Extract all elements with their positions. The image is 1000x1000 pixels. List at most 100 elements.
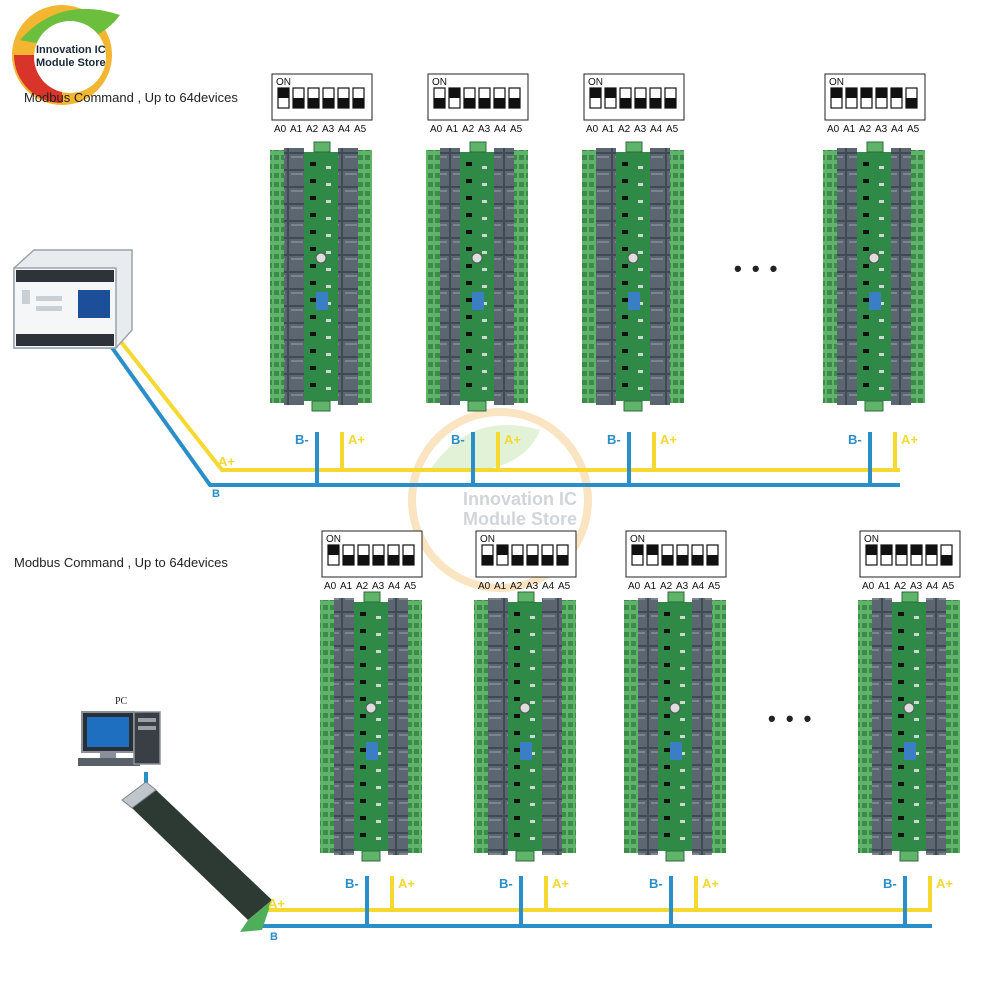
bottom-ellipsis: • • • xyxy=(768,706,814,731)
pcb-component xyxy=(863,281,869,285)
dip-knob-a1 xyxy=(343,555,354,565)
dip-knob-a1 xyxy=(846,88,857,98)
pcb-component xyxy=(879,217,884,220)
pcb-component xyxy=(638,234,643,237)
dip-pin-label-a1: A1 xyxy=(290,124,303,135)
dip-on-label: ON xyxy=(864,534,879,545)
pcb-component xyxy=(482,302,487,305)
pcb-component xyxy=(863,179,869,183)
pcb-component xyxy=(530,786,535,789)
pcb-component xyxy=(310,383,316,387)
top-relay-board-3 xyxy=(582,141,684,412)
pcb-component xyxy=(326,285,331,288)
pcb-component xyxy=(914,633,919,636)
relay-column-left xyxy=(440,148,460,405)
relay-column-left xyxy=(488,598,508,855)
origin-a-plus-label: A+ xyxy=(268,896,285,911)
pcb-component xyxy=(360,663,366,667)
pcb-component xyxy=(376,837,381,840)
pcb-component xyxy=(466,196,472,200)
pcb-component xyxy=(376,633,381,636)
dip-pin-label-a3: A3 xyxy=(372,581,385,592)
pcb-component xyxy=(914,718,919,721)
dip-pin-label-a0: A0 xyxy=(628,581,641,592)
dip-pin-label-a0: A0 xyxy=(478,581,491,592)
store-logo xyxy=(12,5,120,105)
pcb-component xyxy=(360,612,366,616)
pcb-component xyxy=(638,387,643,390)
relay-column-left xyxy=(334,598,354,855)
pcb-component xyxy=(514,629,520,633)
terminal-strip-left xyxy=(582,150,596,403)
pcb-component xyxy=(898,748,904,752)
dip-knob-a1 xyxy=(497,545,508,555)
pcb-component xyxy=(326,166,331,169)
pcb-component xyxy=(898,663,904,667)
pcb-component xyxy=(482,183,487,186)
pcb-component xyxy=(622,179,628,183)
top-ellipsis: • • • xyxy=(734,256,780,281)
dip-knob-a3 xyxy=(635,98,646,108)
logo-text-line1: Innovation IC xyxy=(36,44,106,56)
logo-text-line2: Module Store xyxy=(36,57,106,69)
pcb-component xyxy=(482,234,487,237)
pcb-component xyxy=(514,646,520,650)
dip-knob-a2 xyxy=(662,555,673,565)
terminal-strip-right xyxy=(562,600,576,853)
onboard-led xyxy=(627,252,639,264)
pcb-component xyxy=(310,213,316,217)
dip-knob-a0 xyxy=(278,88,289,98)
dip-knob-a5 xyxy=(707,555,718,565)
pcb-component xyxy=(530,684,535,687)
pcb-component xyxy=(664,714,670,718)
pcb-component xyxy=(638,302,643,305)
onboard-dip-switch xyxy=(869,292,881,310)
onboard-dip-switch xyxy=(670,742,682,760)
pcb-component xyxy=(638,370,643,373)
dip-pin-label-a4: A4 xyxy=(338,124,351,135)
dip-knob-a3 xyxy=(373,555,384,565)
terminal-strip-right xyxy=(408,600,422,853)
top-relay-board-1 xyxy=(270,141,372,412)
pcb-component xyxy=(530,633,535,636)
pcb-component xyxy=(376,718,381,721)
pcb-component xyxy=(879,268,884,271)
relay-column-right xyxy=(494,148,514,405)
pcb-component xyxy=(326,217,331,220)
pcb-component xyxy=(879,336,884,339)
bottom-relay-board-4 xyxy=(858,591,960,862)
a-plus-label: A+ xyxy=(702,876,719,891)
a-plus-label: A+ xyxy=(936,876,953,891)
pcb-component xyxy=(622,281,628,285)
dip-knob-a0 xyxy=(434,98,445,108)
pcb-component xyxy=(530,718,535,721)
pcb-component xyxy=(326,336,331,339)
power-connector xyxy=(866,141,884,153)
pcb-component xyxy=(622,383,628,387)
terminal-strip-right xyxy=(712,600,726,853)
pcb-component xyxy=(664,697,670,701)
terminal-strip-left xyxy=(624,600,638,853)
relay-column-right xyxy=(650,148,670,405)
dip-on-label: ON xyxy=(432,77,447,88)
terminal-strip-right xyxy=(670,150,684,403)
pcb-component xyxy=(482,200,487,203)
dip-pin-label-a2: A2 xyxy=(660,581,673,592)
b-minus-label: B- xyxy=(499,876,513,891)
dip-knob-a5 xyxy=(941,555,952,565)
pcb-component xyxy=(514,663,520,667)
dip-pin-label-a3: A3 xyxy=(910,581,923,592)
pcb-component xyxy=(530,820,535,823)
pcb-component xyxy=(482,217,487,220)
usb-rs485-adapter xyxy=(121,781,272,932)
pcb-component xyxy=(622,332,628,336)
pcb-component xyxy=(863,366,869,370)
pcb-component xyxy=(638,251,643,254)
pcb-component xyxy=(898,612,904,616)
pcb-component xyxy=(376,803,381,806)
dip-pin-label-a5: A5 xyxy=(666,124,679,135)
pcb-component xyxy=(360,765,366,769)
b-minus-label: B- xyxy=(607,432,621,447)
pcb-component xyxy=(622,264,628,268)
onboard-dip-switch xyxy=(904,742,916,760)
